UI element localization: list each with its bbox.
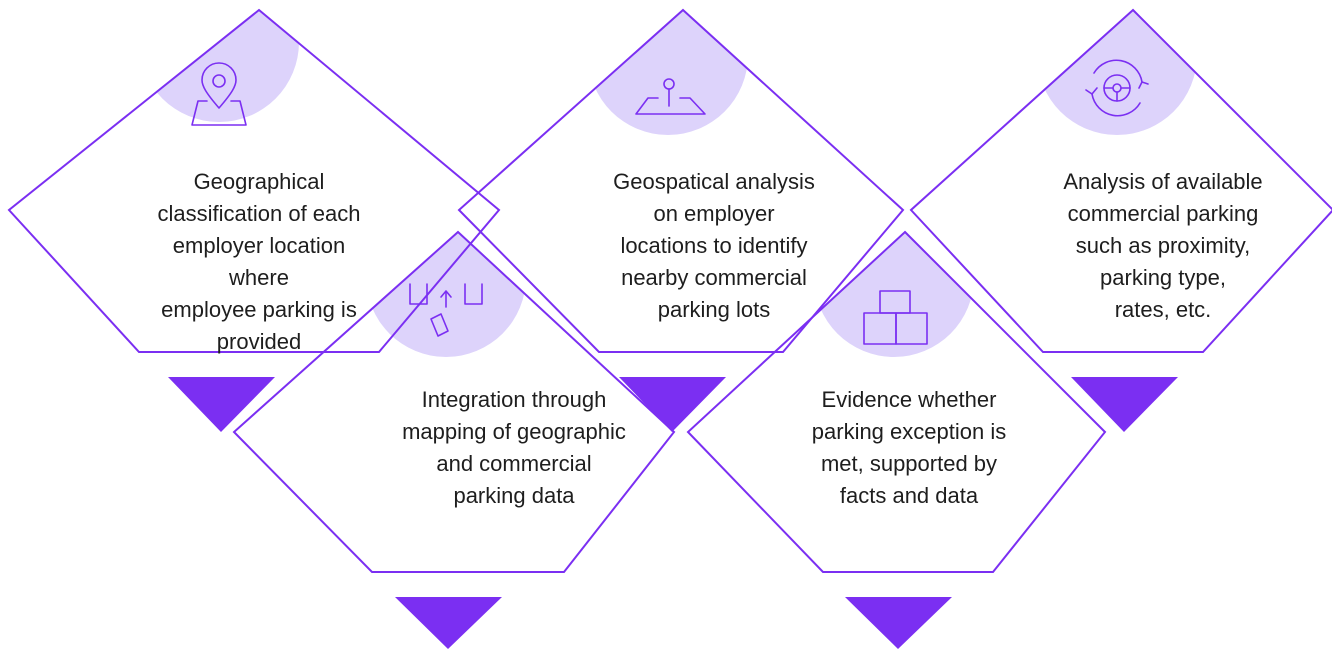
step-2-frame	[457, 8, 905, 353]
step-1-frame	[7, 8, 501, 353]
step-4-frame	[232, 230, 676, 573]
step-2-text: Geospatical analysis on employer locatio…	[613, 169, 815, 322]
step-3-circle	[1037, 10, 1197, 135]
step-5-frame	[686, 230, 1107, 573]
step-3-arrow	[1071, 377, 1178, 432]
step-3-text: Analysis of available commercial parking…	[1063, 169, 1263, 322]
step-2-arrow	[619, 377, 726, 432]
step-3-frame	[909, 8, 1332, 353]
rotating-wheel-icon	[1085, 59, 1149, 117]
step-5-arrow	[845, 597, 952, 649]
step-1-text: Geographical classification of each empl…	[157, 169, 361, 354]
map-marker-icon	[635, 78, 706, 115]
parking-slots-icon	[409, 283, 483, 337]
step-4-arrow	[395, 597, 502, 649]
stacked-boxes-icon	[863, 290, 928, 345]
step-4-text: Integration through mapping of geographi…	[402, 387, 626, 508]
step-5-text: Evidence whether parking exception is me…	[811, 387, 1007, 508]
location-pin-map-icon	[191, 62, 247, 126]
step-1-arrow	[168, 377, 275, 432]
